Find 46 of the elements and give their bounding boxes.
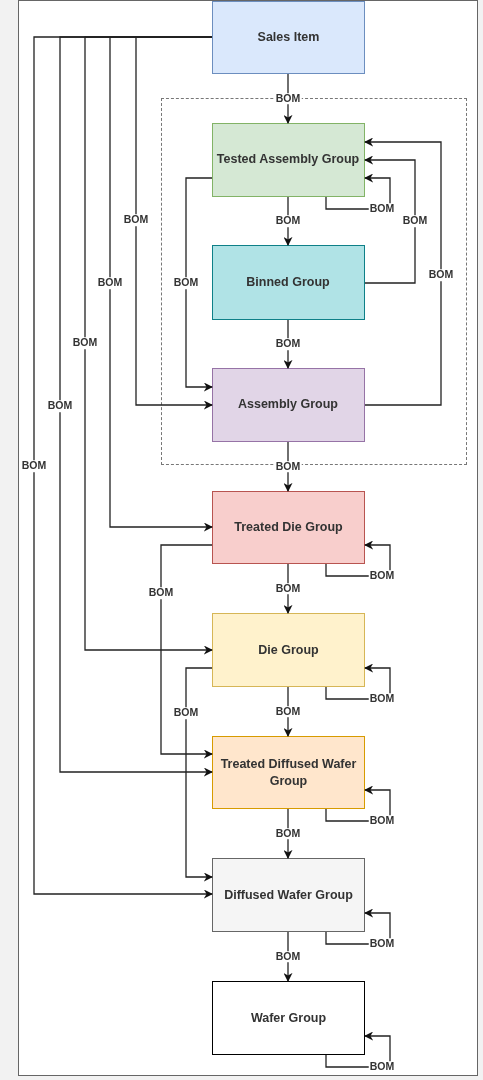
box-label: Die Group [257, 641, 320, 659]
process-box [211, 367, 365, 442]
arrow [364, 137, 442, 406]
process-box [212, 736, 365, 809]
edge-label: BOM [368, 203, 396, 215]
edge-label: BOM [368, 938, 396, 950]
edge-label: BOM [368, 693, 396, 705]
arrow [160, 544, 213, 759]
edge-label: BOM [172, 277, 200, 289]
edge-label: BOM [427, 269, 455, 281]
edge-label: BOM [20, 460, 48, 472]
arrow [33, 36, 213, 899]
process-box [212, 981, 365, 1055]
arrow [135, 36, 213, 410]
process-box [212, 858, 365, 932]
process-box [211, 244, 365, 320]
arrow [185, 177, 213, 392]
edge-label: BOM [96, 277, 124, 289]
box-label: Diffused Wafer Group [223, 886, 354, 904]
arrow [84, 36, 213, 655]
edge-label: BOM [368, 570, 396, 582]
edge-label: BOM [401, 215, 429, 227]
box-label: Wafer Group [249, 1009, 328, 1027]
edge-label: BOM [71, 337, 99, 349]
edge-label: BOM [274, 215, 302, 227]
process-box [211, 122, 365, 197]
arrow [109, 36, 213, 532]
edge-label: BOM [172, 707, 200, 719]
edge-label: BOM [274, 338, 302, 350]
edge-label: BOM [147, 587, 175, 599]
arrow [364, 155, 416, 284]
box-label: Tested Assembly Group [215, 151, 361, 168]
edge-label: BOM [368, 1061, 396, 1073]
process-box [212, 613, 365, 687]
process-box [212, 1, 365, 74]
box-label: Assembly Group [237, 396, 339, 413]
edge-label: BOM [122, 214, 150, 226]
arrow [185, 667, 213, 882]
arrow [59, 36, 213, 777]
edge-label: BOM [46, 400, 74, 412]
box-label: Binned Group [245, 273, 331, 291]
edge-label: BOM [368, 815, 396, 827]
box-label: Treated Die Group [233, 519, 344, 536]
box-label: Treated Diffused Wafer Group [219, 756, 358, 789]
process-box [212, 491, 365, 564]
box-label: Sales Item [256, 29, 321, 46]
